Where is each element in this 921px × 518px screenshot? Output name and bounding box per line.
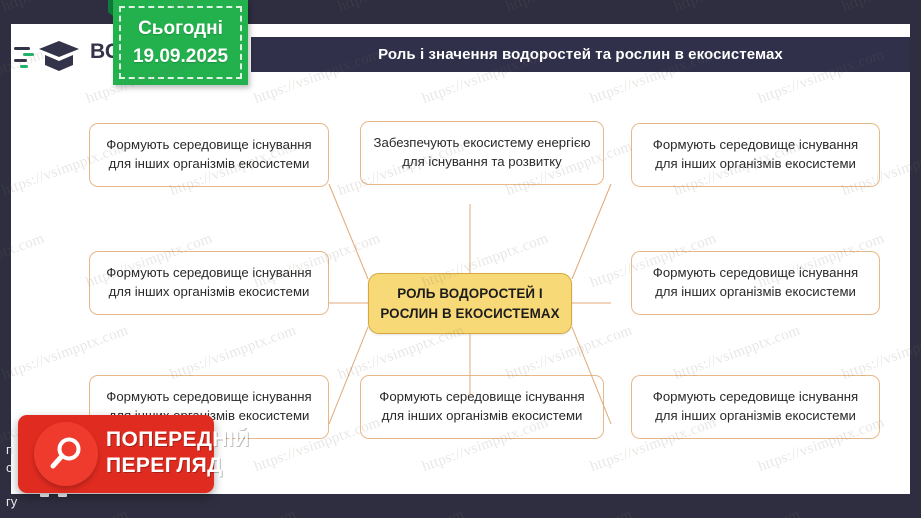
diagram-node-top-center[interactable]: Забезпечують екосистему енергією для існ… xyxy=(360,121,604,185)
node-text: Формують середовище існування для інших … xyxy=(652,137,859,171)
preview-watermark-badge: ПОПЕРЕДНІЙ ПЕРЕГЛЯД xyxy=(18,415,249,493)
node-text: Формують середовище існування для інших … xyxy=(379,389,585,423)
magnifier-icon xyxy=(50,437,81,469)
ribbon-date: 19.09.2025 xyxy=(132,45,229,67)
watermark-text: https://vsimpptx.com xyxy=(672,506,803,518)
watermark-text: https://vsimpptx.com xyxy=(504,506,635,518)
center-node-text: РОЛЬ ВОДОРОСТЕЙ І РОСЛИН В ЕКОСИСТЕМАХ xyxy=(380,286,560,321)
node-text: Формують середовище існування для інших … xyxy=(106,137,312,171)
diagram-node-middle-left[interactable]: Формують середовище існування для інших … xyxy=(89,251,329,315)
mind-map-diagram: Формують середовище існування для інших … xyxy=(11,24,910,494)
obscured-text-line-2: с xyxy=(6,460,13,475)
diagram-node-top-left[interactable]: Формують середовище існування для інших … xyxy=(89,123,329,187)
watermark-text: https://vsimpptx.com xyxy=(336,0,467,16)
node-text: Формують середовище існування для інших … xyxy=(652,265,859,299)
diagram-center-node[interactable]: РОЛЬ ВОДОРОСТЕЙ І РОСЛИН В ЕКОСИСТЕМАХ xyxy=(368,273,572,334)
watermark-text: https://vsimpptx.com xyxy=(672,0,803,16)
watermark-text: https://vsimpptx.com xyxy=(840,506,921,518)
today-date-ribbon: Сьогодні 19.09.2025 xyxy=(113,0,248,85)
node-text: Формують середовище існування для інших … xyxy=(106,265,312,299)
diagram-node-top-right[interactable]: Формують середовище існування для інших … xyxy=(631,123,880,187)
obscured-text-line-1: п xyxy=(6,442,14,457)
watermark-text: https://vsimpptx.com xyxy=(840,0,921,16)
page-title: Роль і значення водоростей та рослин в е… xyxy=(378,46,783,63)
watermark-text: https://vsimpptx.com xyxy=(0,506,131,518)
watermark-text: https://vsimpptx.com xyxy=(336,506,467,518)
logo-speed-lines-icon xyxy=(14,43,38,73)
brand-logo: ВСІМ pptx xyxy=(14,34,144,82)
diagram-node-middle-right[interactable]: Формують середовище існування для інших … xyxy=(631,251,880,315)
diagram-node-bottom-right[interactable]: Формують середовище існування для інших … xyxy=(631,375,880,439)
diagram-node-bottom-center[interactable]: Формують середовище існування для інших … xyxy=(360,375,604,439)
preview-badge-text: ПОПЕРЕДНІЙ ПЕРЕГЛЯД xyxy=(106,427,250,480)
ribbon-label: Сьогодні xyxy=(138,17,223,39)
preview-badge-line-2: ПЕРЕГЛЯД xyxy=(106,454,223,478)
watermark-text: https://vsimpptx.com xyxy=(504,0,635,16)
preview-badge-line-1: ПОПЕРЕДНІЙ xyxy=(106,428,250,451)
connector-lines xyxy=(328,183,612,425)
graduation-cap-icon xyxy=(39,41,79,71)
obscured-text-line-3: гу xyxy=(6,494,18,509)
watermark-text: https://vsimpptx.com xyxy=(168,506,299,518)
badge-icon-circle xyxy=(34,422,98,486)
node-text: Забезпечують екосистему енергією для існ… xyxy=(373,135,591,169)
node-text: Формують середовище існування для інших … xyxy=(652,389,859,423)
badge-feet-decoration xyxy=(40,491,67,497)
slide-title-bar: Роль і значення водоростей та рослин в е… xyxy=(251,37,910,72)
